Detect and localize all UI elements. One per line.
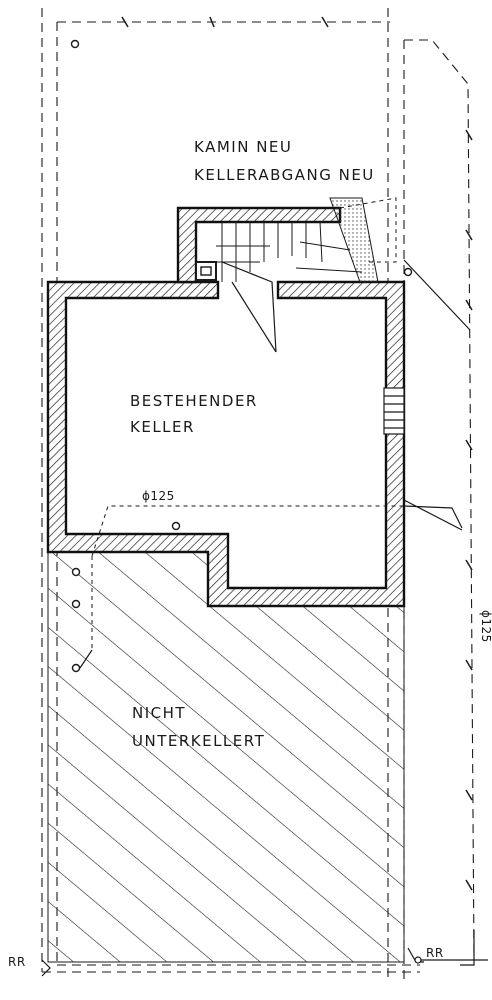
pipe-fitting xyxy=(71,599,81,609)
wall-opening xyxy=(383,387,405,435)
pipe-line xyxy=(71,505,463,673)
label-pipe-diameter-vertical: ϕ125 xyxy=(479,610,492,643)
label-bestehender: BESTEHENDER xyxy=(130,392,258,410)
pipe-fitting xyxy=(71,567,81,577)
boundary-ticks xyxy=(121,16,473,891)
stair-annex xyxy=(176,197,397,353)
label-keller: KELLER xyxy=(130,418,195,436)
unexcavated-area xyxy=(47,551,405,963)
label-rr-left: RR xyxy=(8,955,26,969)
label-nicht: NICHT xyxy=(132,704,186,722)
corner-marks xyxy=(41,947,488,977)
stair-treads xyxy=(216,221,363,282)
boundary-marker xyxy=(70,39,80,49)
pipe-fitting xyxy=(171,521,181,531)
label-kellerabgang-neu: KELLERABGANG NEU xyxy=(194,166,375,184)
pipe-fitting xyxy=(71,663,81,673)
basement-walls xyxy=(46,280,406,608)
label-rr-right: RR xyxy=(426,946,444,960)
boundary-marker xyxy=(403,267,413,277)
label-kamin-neu: KAMIN NEU xyxy=(194,138,292,156)
label-unterkellert: UNTERKELLERT xyxy=(132,732,265,750)
label-pipe-diameter: ϕ125 xyxy=(142,489,175,503)
